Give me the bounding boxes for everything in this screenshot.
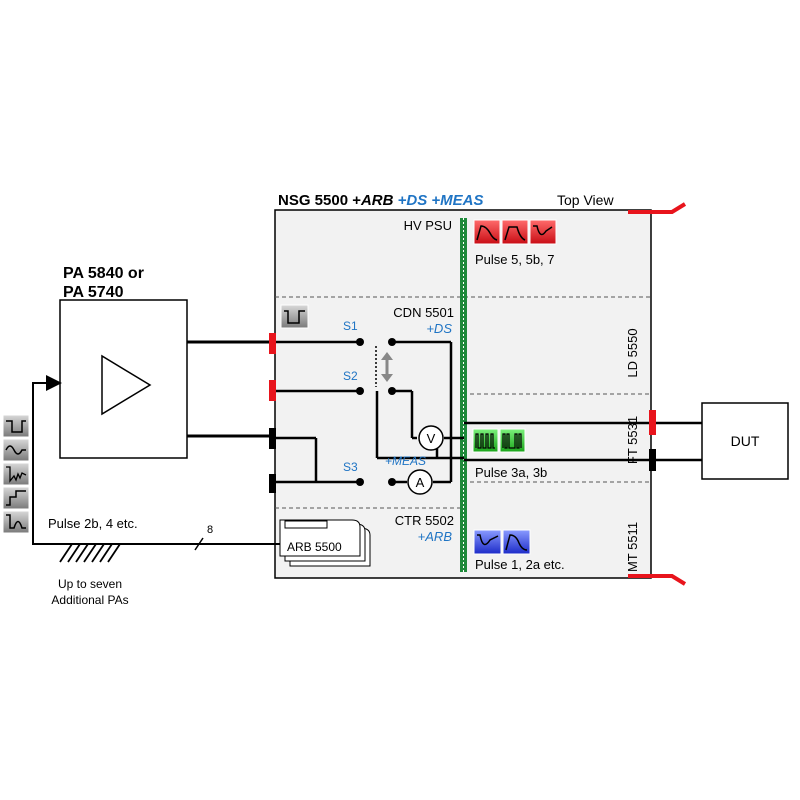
mount-top-right: [628, 202, 687, 214]
output-connector-black: [649, 449, 656, 471]
connector-black-2: [269, 474, 276, 493]
ctr-label: CTR 5502: [395, 513, 454, 528]
pulse-left-label: Pulse 2b, 4 etc.: [48, 516, 138, 531]
pulse-icon-red-3: [529, 219, 557, 245]
view-label: Top View: [557, 192, 614, 208]
pulse-top-label: Pulse 5, 5b, 7: [475, 252, 555, 267]
cdn-sub-label: +DS: [426, 321, 452, 336]
pulse-icon-blue-1: [473, 529, 502, 555]
module-ft-label: FT 5531: [625, 416, 640, 464]
pulse-icons-green: [472, 428, 526, 453]
module-ld-label: LD 5550: [625, 328, 640, 377]
pulse-icons-red: [473, 219, 557, 245]
additional-pa-label-1: Up to seven: [58, 577, 122, 591]
hv-psu-label: HV PSU: [404, 218, 452, 233]
connector-red-2: [269, 380, 276, 401]
pulse-icons-blue: [473, 529, 531, 555]
connector-black-1: [269, 428, 276, 449]
dut-block: [701, 402, 789, 480]
output-connector-red: [649, 410, 656, 435]
voltmeter-label: V: [427, 431, 436, 446]
pulse-middle-label: Pulse 3a, 3b: [475, 465, 547, 480]
meas-label: +MEAS: [385, 454, 426, 468]
switch-contacts: [356, 338, 396, 486]
arb-feedback-line: [32, 375, 280, 545]
ammeter-label: A: [416, 475, 425, 490]
additional-pa-hatch: [59, 543, 121, 563]
additional-pa-label-2: Additional PAs: [51, 593, 128, 607]
switch-s2-label: S2: [343, 369, 358, 383]
switch-toggle-arrow: [381, 352, 393, 382]
ctr-sub-label: +ARB: [418, 529, 453, 544]
main-unit-title: NSG 5500 +ARB +DS +MEAS: [278, 192, 484, 209]
pulse-bottom-label: Pulse 1, 2a etc.: [475, 557, 565, 572]
amplifier-label-2: PA 5740: [63, 284, 124, 301]
internal-wiring: [276, 340, 464, 484]
dut-label: DUT: [731, 433, 760, 449]
bus-count-label: 8: [207, 524, 213, 536]
amplifier-triangle: [101, 354, 152, 416]
ammeter-circle: [407, 469, 433, 495]
cdn-pulse-icon: [280, 304, 309, 329]
mount-bottom-right: [628, 574, 687, 586]
amplifier-label-1: PA 5840 or: [63, 265, 144, 282]
module-mt-label: MT 5511: [625, 522, 640, 572]
cdn-label: CDN 5501: [393, 305, 454, 320]
waveform-icon-2: [2, 438, 30, 462]
arb-stack: [279, 519, 371, 567]
waveform-icons-left: [2, 414, 30, 534]
voltmeter-circle: [418, 425, 444, 451]
connector-red-1: [269, 333, 276, 354]
switch-s3-label: S3: [343, 460, 358, 474]
arb-label: ARB 5500: [287, 540, 342, 554]
switch-s1-label: S1: [343, 319, 358, 333]
waveform-icon-1: [2, 414, 30, 438]
